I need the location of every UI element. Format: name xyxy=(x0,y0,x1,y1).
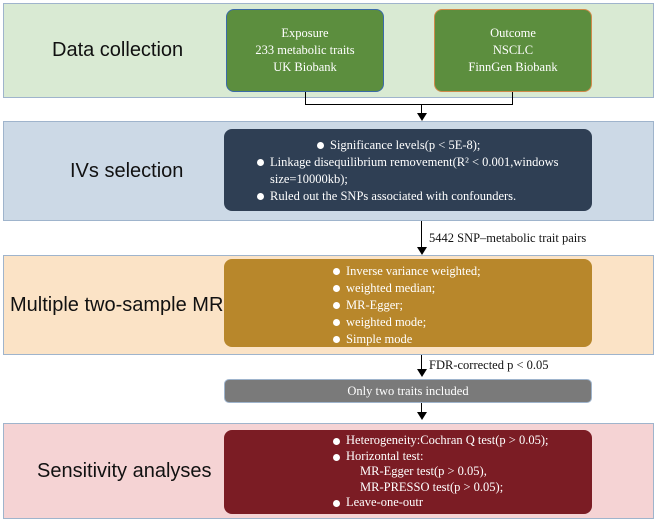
outcome-line-2: NSCLC xyxy=(492,43,534,57)
arrow1-label: 5442 SNP–metabolic trait pairs xyxy=(429,231,587,245)
exposure-line-1: Exposure xyxy=(281,26,329,40)
merge-connector xyxy=(305,104,513,105)
arrow3-line xyxy=(421,403,422,413)
arrow-to-sensitivity xyxy=(417,412,427,420)
ivs-item-2: Linkage disequilibrium removement(R² < 0… xyxy=(254,154,570,188)
arrow-to-ivs xyxy=(417,113,427,121)
ivs-title: IVs selection xyxy=(70,159,184,182)
mr-item-1: Inverse variance weighted; xyxy=(330,263,592,280)
exposure-line-3: UK Biobank xyxy=(273,60,337,74)
merge-down-connector xyxy=(421,104,422,114)
outcome-line-1: Outcome xyxy=(490,26,536,40)
mr-item-3: MR-Egger; xyxy=(330,297,592,314)
filter-box-label: Only two traits included xyxy=(347,383,469,398)
mr-box: Inverse variance weighted; weighted medi… xyxy=(224,259,592,347)
sensitivity-box: Heterogeneity:Cochran Q test(p > 0.05); … xyxy=(224,430,592,514)
sensitivity-title: Sensitivity analyses xyxy=(37,459,212,482)
outcome-box: Outcome NSCLC FinnGen Biobank xyxy=(434,9,592,92)
mr-item-5: Simple mode xyxy=(330,331,592,348)
filter-box: Only two traits included xyxy=(224,379,592,403)
mr-item-2: weighted median; xyxy=(330,280,592,297)
arrow2-line xyxy=(421,355,422,370)
exposure-line-2: 233 metabolic traits xyxy=(255,43,355,57)
exposure-connector xyxy=(305,92,306,105)
outcome-line-3: FinnGen Biobank xyxy=(468,60,558,74)
mr-item-4: weighted mode; xyxy=(330,314,592,331)
sensitivity-sub-2: MR-PRESSO test(p > 0.05); xyxy=(360,479,504,494)
sensitivity-item-2: Horizontal test: xyxy=(330,449,592,465)
sensitivity-item-1: Heterogeneity:Cochran Q test(p > 0.05); xyxy=(330,433,592,449)
sensitivity-item-3: Leave-one-outr xyxy=(330,495,592,511)
exposure-box: Exposure 233 metabolic traits UK Biobank xyxy=(226,9,384,92)
arrow1-line xyxy=(421,221,422,248)
arrow2-label: FDR-corrected p < 0.05 xyxy=(429,358,549,372)
arrow-to-filter xyxy=(417,369,427,377)
outcome-connector xyxy=(512,92,513,105)
mr-title: Multiple two-sample MR xyxy=(10,293,224,316)
ivs-item-1: Significance levels(p < 5E-8); xyxy=(314,137,584,154)
ivs-box: Significance levels(p < 5E-8); Linkage d… xyxy=(224,129,592,211)
data-collection-title: Data collection xyxy=(52,39,184,61)
arrow-to-mr xyxy=(417,247,427,255)
ivs-item-3: Ruled out the SNPs associated with confo… xyxy=(254,188,584,205)
sensitivity-sub-1: MR-Egger test(p > 0.05), xyxy=(360,464,487,478)
